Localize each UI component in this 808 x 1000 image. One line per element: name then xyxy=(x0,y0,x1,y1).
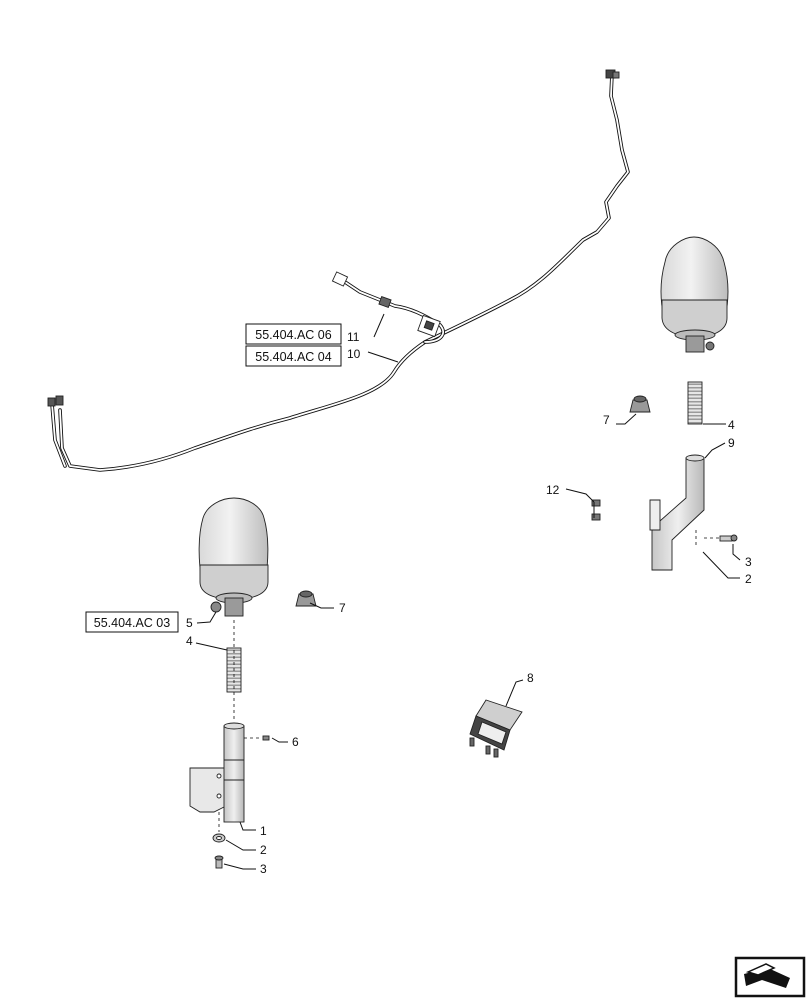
callout-2-right: 2 xyxy=(745,572,752,586)
right-beacon-lamp xyxy=(660,236,729,353)
reference-box-harness-1[interactable]: 55.404.AC 06 xyxy=(245,323,342,345)
callout-7-right: 7 xyxy=(603,413,610,427)
reference-text-harness-2: 55.404.AC 04 xyxy=(255,350,331,364)
reference-text-harness-1: 55.404.AC 06 xyxy=(255,328,331,342)
right-pin-and-bolt xyxy=(695,530,738,548)
reference-box-harness-2[interactable]: 55.404.AC 04 xyxy=(245,345,342,367)
callout-12: 12 xyxy=(546,483,560,497)
next-page-arrow-icon[interactable] xyxy=(734,956,806,998)
reference-text-beacon: 55.404.AC 03 xyxy=(94,616,170,630)
callouts: 11 10 7 4 9 12 3 2 5 4 7 8 6 1 2 3 xyxy=(186,330,752,876)
right-clips xyxy=(591,499,601,521)
callout-9: 9 xyxy=(728,436,735,450)
callout-4-left: 4 xyxy=(186,634,193,648)
wiring-harness xyxy=(47,69,630,472)
left-bolt xyxy=(214,855,224,869)
leader-lines xyxy=(195,313,741,870)
rocker-switch xyxy=(469,699,523,758)
left-set-screw xyxy=(262,735,270,741)
callout-4-right: 4 xyxy=(728,418,735,432)
callout-6: 6 xyxy=(292,735,299,749)
right-threaded-stud xyxy=(687,381,703,425)
callout-8: 8 xyxy=(527,671,534,685)
callout-7-left: 7 xyxy=(339,601,346,615)
callout-1: 1 xyxy=(260,824,267,838)
left-mast-and-bracket xyxy=(189,722,245,823)
right-bent-mast xyxy=(649,454,705,571)
callout-3-left: 3 xyxy=(260,862,267,876)
callout-10: 10 xyxy=(347,347,361,361)
callout-3-right: 3 xyxy=(745,555,752,569)
left-beacon-lamp xyxy=(198,497,269,617)
reference-box-beacon[interactable]: 55.404.AC 03 xyxy=(85,611,179,633)
callout-11: 11 xyxy=(347,330,360,344)
callout-2-left: 2 xyxy=(260,843,267,857)
callout-5: 5 xyxy=(186,616,193,630)
